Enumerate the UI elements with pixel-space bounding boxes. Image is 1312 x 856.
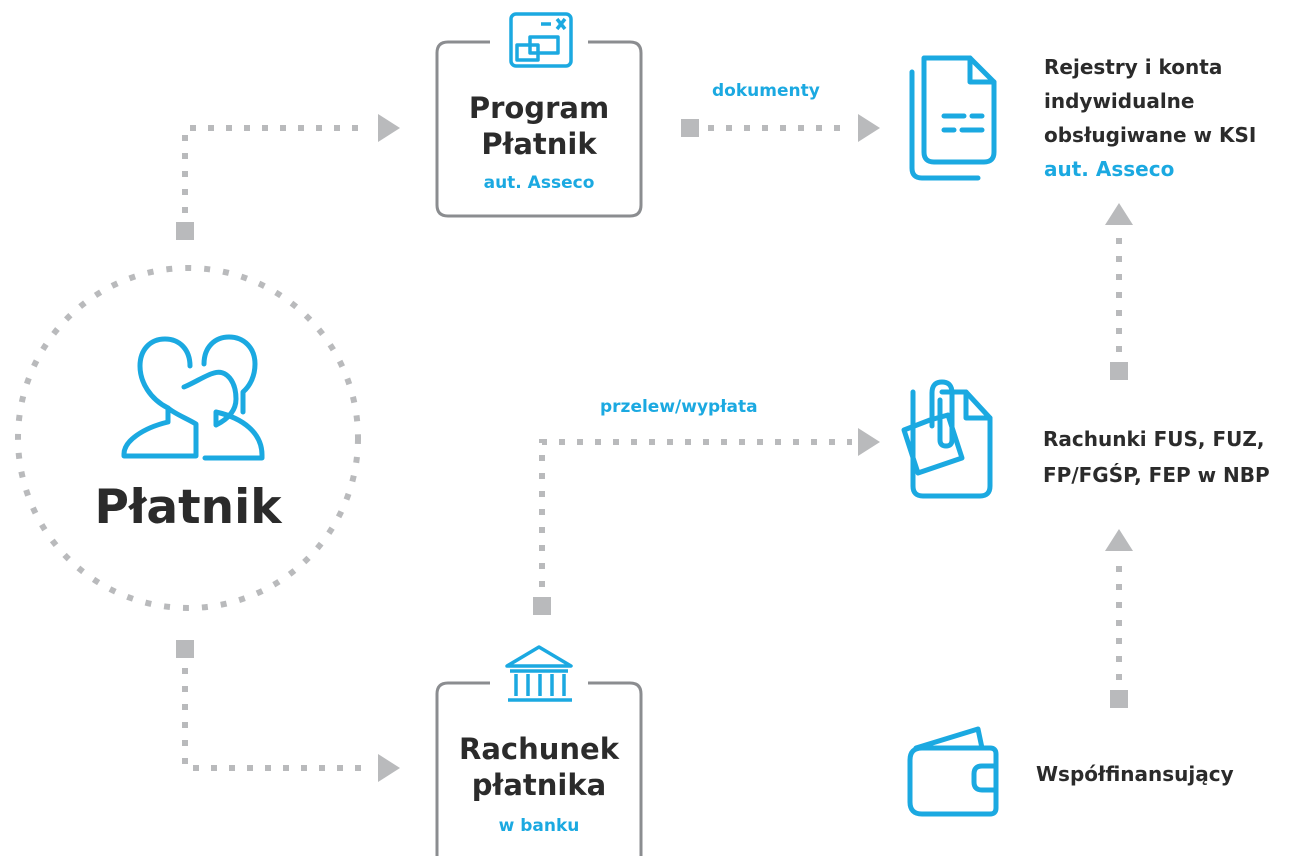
cofinancing-label: Współfinansujący [1036,762,1234,786]
accounts-line1: Rachunki FUS, FUZ, [1043,427,1265,451]
accounts-line2: FP/FGŚP, FEP w NBP [1043,463,1270,487]
registers-line1: Rejestry i konta [1044,55,1223,79]
connector-bank-to-accounts [533,428,880,615]
payer-dotted-circle [15,265,361,611]
flow-label-transfer: przelew/wypłata [600,397,758,417]
wallet-icon [907,726,999,817]
payer-people-icon [121,334,265,461]
program-box-frame [435,40,643,218]
bank-subtitle: w banku [498,816,580,836]
program-title-line1: Program [468,91,610,125]
application-window-icon [509,12,573,68]
program-subtitle: aut. Asseco [483,173,595,193]
documents-icon [909,55,997,181]
registers-line2: indywidualne [1044,89,1195,113]
bank-icon [505,645,573,702]
registers-line3: obsługiwane w KSI [1044,123,1257,147]
bank-box-frame [435,681,643,856]
connector-payer-to-program [176,114,400,240]
clipped-document-icon [901,379,993,499]
bank-title-line2: płatnika [471,768,607,802]
connector-program-to-registers [681,114,880,142]
connector-cofinancing-to-accounts [1105,529,1133,708]
program-title-line2: Płatnik [481,127,597,161]
bank-title-line1: Rachunek [459,732,619,766]
connector-payer-to-bank [176,640,400,782]
flow-label-documents: dokumenty [712,81,820,101]
registers-subtitle: aut. Asseco [1044,157,1175,181]
payer-title: Płatnik [94,480,282,535]
connector-accounts-to-registers [1105,203,1133,380]
